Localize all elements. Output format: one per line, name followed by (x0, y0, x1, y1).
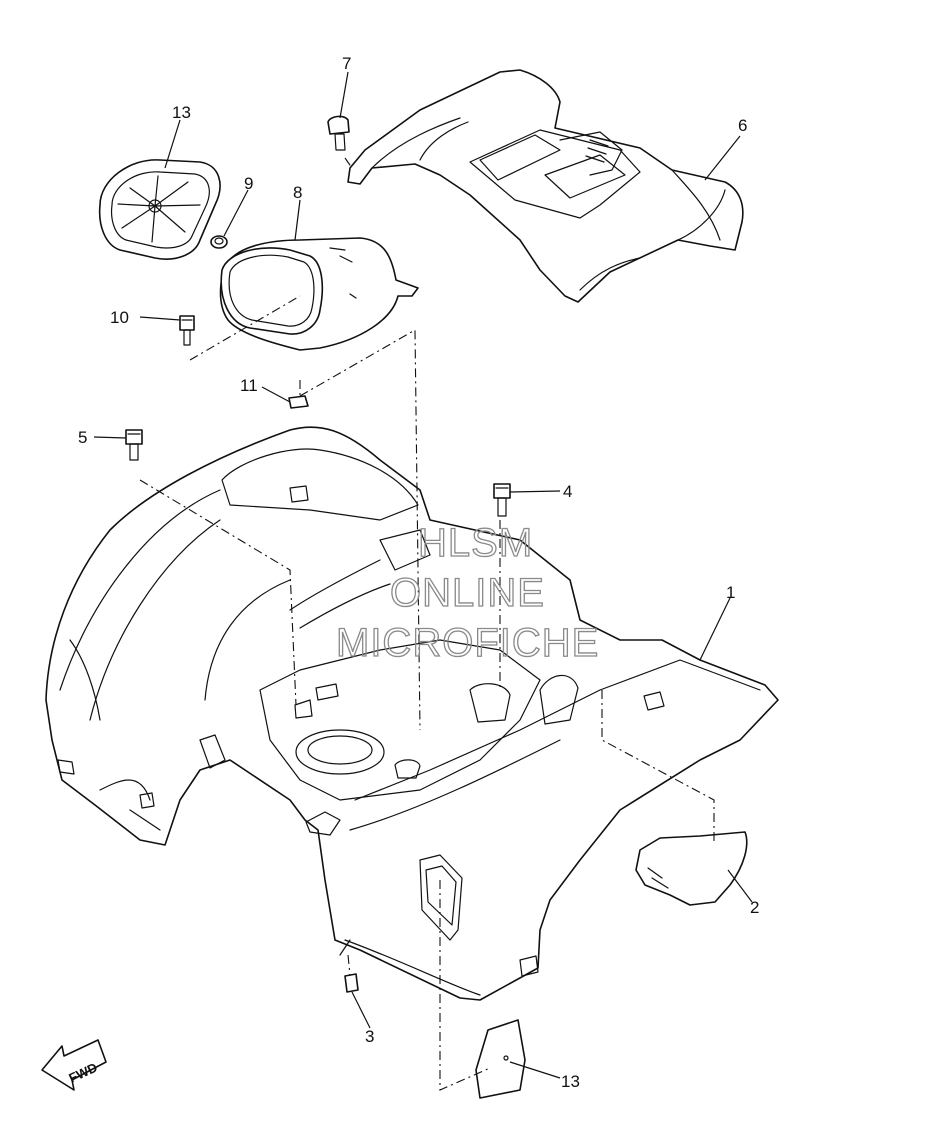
callout-11: 11 (240, 376, 258, 395)
callout-9: 9 (244, 174, 253, 193)
callout-7: 7 (342, 54, 351, 73)
leader-lines (93, 71, 753, 1079)
part-4-bolt[interactable] (493, 483, 511, 517)
part-7-screw[interactable] (327, 115, 350, 151)
assembly-lines (139, 157, 715, 1091)
callout-6: 6 (738, 116, 747, 135)
callout-5: 5 (78, 428, 87, 447)
watermark-line-2: ONLINE (390, 571, 545, 615)
callout-4: 4 (563, 482, 572, 501)
callout-labels: 13 9 8 10 11 7 6 5 4 1 2 3 13 (78, 54, 759, 1091)
part-8-storage-box[interactable] (219, 237, 419, 351)
part-5-bolt[interactable] (125, 429, 143, 461)
forward-arrow-icon: FWD (41, 1039, 107, 1091)
callout-2: 2 (750, 898, 759, 917)
callout-12: 13 (172, 103, 191, 122)
watermark: HLSM ONLINE MICROFICHE (335, 520, 599, 665)
part-10-bolt[interactable] (179, 315, 195, 346)
part-3-clip[interactable] (344, 973, 359, 993)
part-6-rear-panel[interactable] (347, 69, 744, 303)
callout-3: 3 (365, 1027, 374, 1046)
part-11-clip[interactable] (288, 395, 309, 409)
watermark-line-3: MICROFICHE (336, 621, 599, 665)
part-13-guard[interactable] (475, 1019, 526, 1099)
callout-1: 1 (726, 583, 735, 602)
part-2-mudflap[interactable] (635, 831, 748, 906)
part-12-cap[interactable] (98, 159, 221, 260)
callout-8: 8 (293, 183, 302, 202)
part-1-rear-fender[interactable] (45, 426, 779, 1001)
callout-13: 13 (561, 1072, 580, 1091)
callout-10: 10 (110, 308, 129, 327)
watermark-line-1: HLSM (418, 521, 533, 565)
part-9-grommet[interactable] (210, 235, 228, 249)
